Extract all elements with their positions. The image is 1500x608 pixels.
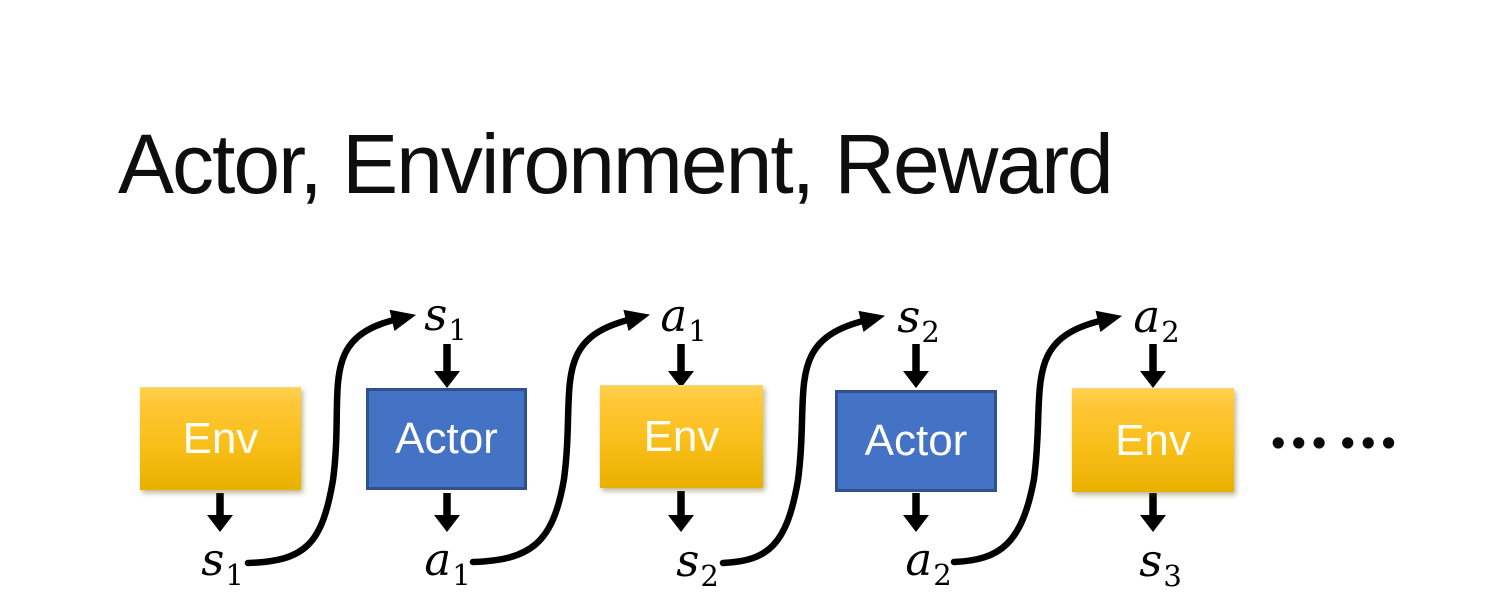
bottom-label-a2: a2 — [905, 537, 951, 590]
curve-arrow-a2 — [950, 310, 1123, 566]
arrow-env2-to-s2 — [668, 491, 694, 532]
top-label-s2-sub: 2 — [921, 315, 940, 349]
bottom-label-s3-sub: 3 — [1163, 559, 1182, 593]
bottom-label-s1-base: s — [201, 533, 225, 586]
curve-arrow-s1 — [244, 309, 417, 567]
bottom-label-a1-base: a — [424, 533, 452, 586]
arrow-env3-to-s3 — [1140, 493, 1166, 532]
arrow-s1-into-actor1 — [434, 344, 460, 388]
arrow-a2-into-env3 — [1140, 344, 1166, 388]
ellipsis-dots: ••• ••• — [1268, 425, 1399, 463]
curve-arrow-a1 — [469, 309, 651, 566]
bottom-label-s3-base: s — [1139, 534, 1163, 587]
top-label-s1-sub: 1 — [448, 313, 467, 347]
arrow-a1-into-env2 — [668, 344, 694, 388]
bottom-label-s2-base: s — [676, 534, 700, 587]
bottom-label-a2-sub: 2 — [933, 558, 952, 592]
bottom-label-a1: a1 — [424, 537, 470, 590]
top-label-a1: a1 — [660, 293, 706, 346]
env-box-2: Env — [600, 385, 763, 488]
curve-arrow-s2 — [719, 310, 886, 567]
env-box-3: Env — [1072, 388, 1234, 492]
bottom-label-a1-sub: 1 — [452, 558, 471, 592]
bottom-label-s1-sub: 1 — [225, 558, 244, 592]
actor-box-2: Actor — [835, 390, 997, 492]
top-label-s1: s1 — [424, 292, 467, 345]
slide-title: Actor, Environment, Reward — [118, 117, 1114, 211]
actor-box-1: Actor — [366, 388, 527, 490]
bottom-label-a2-base: a — [905, 533, 933, 586]
arrow-env1-to-s1 — [207, 493, 233, 532]
top-label-a2-sub: 2 — [1161, 315, 1180, 349]
bottom-label-s3: s3 — [1139, 538, 1182, 591]
top-label-a2: a2 — [1133, 294, 1179, 347]
arrow-actor1-to-a1 — [434, 493, 460, 532]
bottom-label-s2-sub: 2 — [700, 559, 719, 593]
arrow-s2-into-actor2 — [903, 344, 929, 388]
env-box-1: Env — [140, 387, 301, 490]
top-label-a2-base: a — [1133, 290, 1161, 343]
top-label-a1-base: a — [660, 289, 688, 342]
bottom-label-s2: s2 — [676, 538, 719, 591]
arrow-actor2-to-a2 — [903, 493, 929, 532]
top-label-s2-base: s — [897, 290, 921, 343]
bottom-label-s1: s1 — [201, 537, 244, 590]
top-label-a1-sub: 1 — [688, 314, 707, 348]
top-label-s1-base: s — [424, 288, 448, 341]
top-label-s2: s2 — [897, 294, 940, 347]
